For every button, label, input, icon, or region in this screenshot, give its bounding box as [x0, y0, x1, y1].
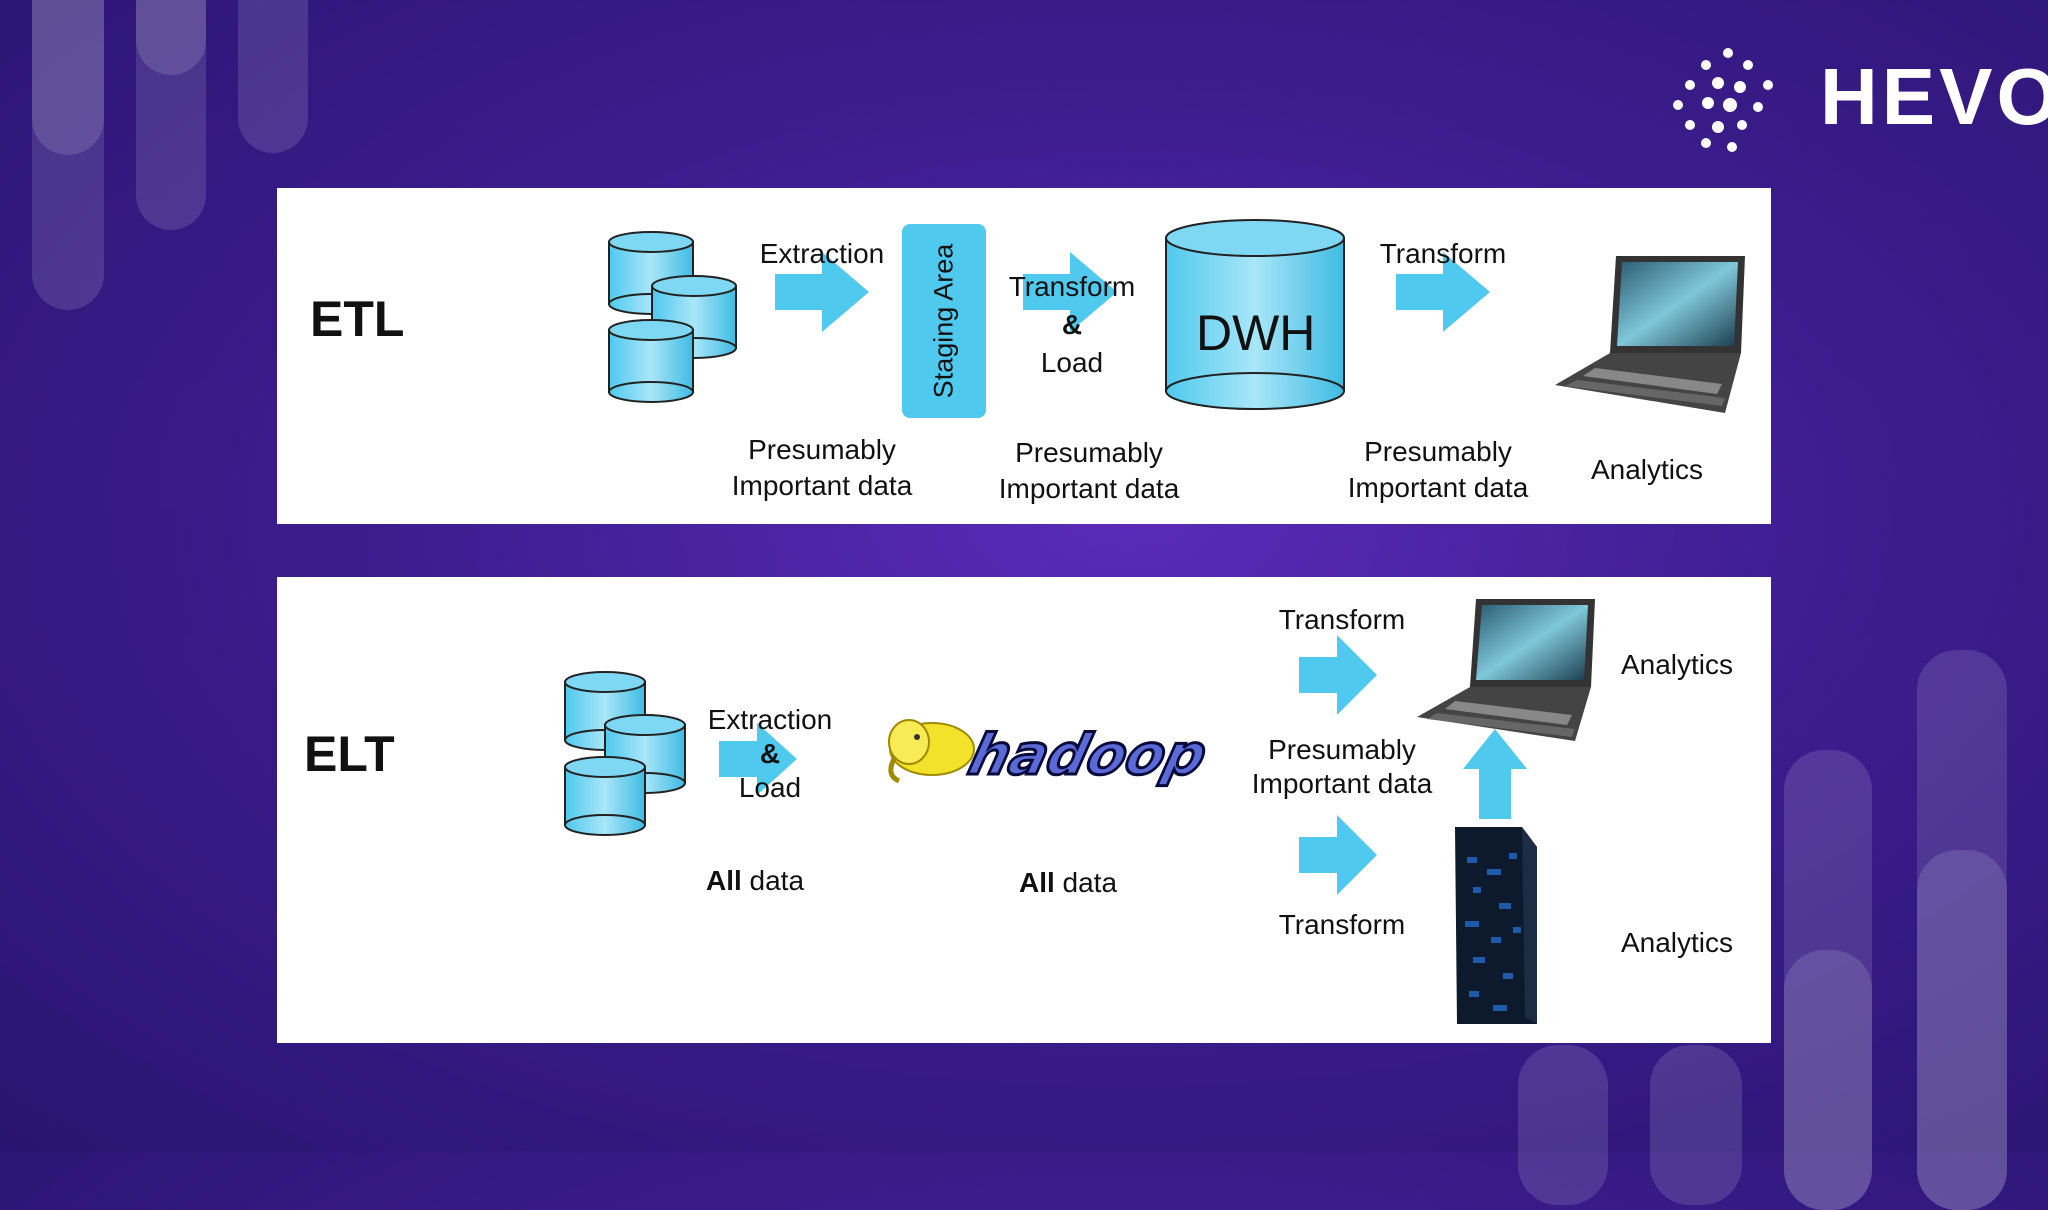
hevo-logo: HEVO	[1670, 45, 2048, 155]
elt-diagram-graphics: hadoop	[564, 599, 1595, 1024]
decor-pill	[1917, 650, 2007, 1210]
etl-diagram-graphics	[608, 219, 1745, 418]
decor-pill	[136, 0, 206, 230]
etl-title: ETL	[310, 291, 405, 347]
arrow-right-icon	[1299, 815, 1377, 895]
all-data-label-sources: All data	[705, 865, 805, 896]
dwh-cylinder-icon	[1165, 219, 1345, 410]
database-stack-icon	[608, 231, 737, 403]
transform-bottom-label: Transform	[1278, 909, 1406, 940]
elt-title: ELT	[304, 726, 395, 782]
arrow-right-icon	[1396, 252, 1490, 332]
decor-pill	[238, 0, 308, 153]
dwh-label: DWH	[1196, 305, 1316, 361]
extraction-load-label: Extraction & Load	[707, 704, 833, 803]
decor-pill	[136, 0, 206, 75]
hevo-logo-icon	[1673, 48, 1773, 152]
decor-pill	[1784, 750, 1872, 1210]
arrow-right-icon	[775, 252, 869, 332]
extraction-label: Extraction	[759, 238, 885, 269]
transform-top-label: Transform	[1278, 604, 1406, 635]
elt-panel: hadoop ELT	[277, 577, 1771, 1043]
laptop-icon	[1555, 256, 1745, 413]
etl-panel: ETL Extraction Staging Area Transform & …	[277, 188, 1771, 524]
server-rack-icon	[1455, 827, 1537, 1024]
laptop-icon	[1417, 599, 1595, 741]
decor-pill	[1917, 850, 2007, 1210]
analytics-top-label: Analytics	[1620, 649, 1734, 680]
decor-pill	[1518, 1045, 1608, 1205]
hadoop-wordmark: hadoop	[961, 721, 1215, 789]
hevo-logo-text: HEVO	[1820, 52, 2048, 141]
decor-pill	[32, 0, 104, 310]
transform-load-label: Transform & Load	[1008, 271, 1136, 378]
arrow-right-icon	[719, 723, 797, 795]
transform-label: Transform	[1379, 238, 1507, 269]
analytics-bottom-label: Analytics	[1620, 927, 1734, 958]
arrow-up-icon	[1463, 729, 1527, 819]
decor-pill	[1784, 950, 1872, 1210]
staging-area-box	[902, 224, 986, 418]
decor-pill	[32, 0, 104, 155]
staging-area-label: Staging Area	[928, 243, 959, 399]
arrow-right-icon	[1023, 252, 1117, 332]
hadoop-elephant-icon	[888, 719, 975, 784]
database-stack-icon	[564, 671, 686, 836]
analytics-label: Analytics	[1590, 454, 1704, 485]
arrow-right-icon	[1299, 635, 1377, 715]
decor-pill	[1650, 1045, 1742, 1205]
all-data-label-hadoop: All data	[1018, 867, 1118, 898]
hadoop-text: hadoop	[962, 723, 1213, 788]
